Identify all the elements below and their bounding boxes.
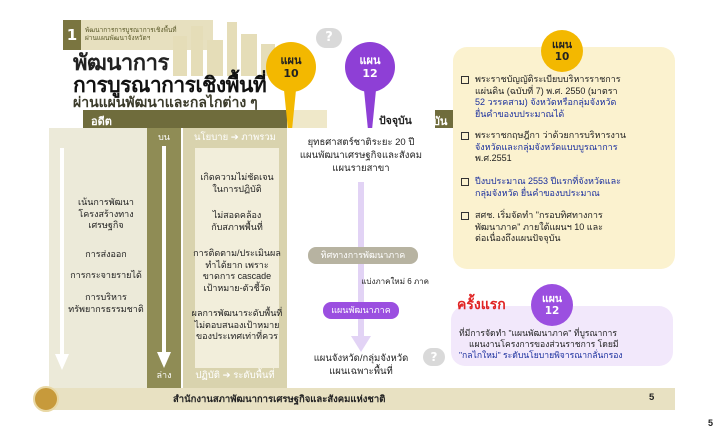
- timeline-present-bg: [287, 110, 327, 128]
- timeline-present-label: ปัจจุบัน: [379, 115, 412, 127]
- practice-area-label: ปฏิบัติ ➔ ระดับพื้นที่: [195, 370, 275, 381]
- left-down-arrow-icon: [55, 148, 69, 370]
- left-col-text-2: การส่งออก: [85, 249, 127, 259]
- section-tag-text: พัฒนาการการบูรณาการเชิงพื้นที่ ผ่านแผนพั…: [85, 27, 177, 42]
- down-arrow-icon: [157, 146, 171, 368]
- present-down-arrow-icon: [351, 182, 371, 352]
- middle-column-inner: [195, 148, 279, 368]
- page-title-line1: พัฒนาการ: [73, 50, 169, 75]
- regional-direction-pill: ทิศทางการพัฒนาภาค: [308, 247, 418, 264]
- checkbox-icon: [461, 177, 469, 186]
- left-col-text-4: การบริหาร ทรัพยากรธรรมชาติ: [68, 292, 144, 314]
- left-col-text-1: เน้นการพัฒนา โครงสร้างทาง เศรษฐกิจ: [78, 197, 134, 230]
- page-subtitle: ผ่านแผนพัฒนาและกลไกต่าง ๆ: [73, 94, 258, 110]
- plan10-item-2: พระราชกฤษฎีกา ว่าด้วยการบริหารงาน จังหวั…: [461, 130, 673, 165]
- mid-block-2: ไม่สอดคล้อง กับสภาพพื้นที่: [211, 210, 263, 232]
- footer-bar: [49, 388, 675, 410]
- page-title-line2: การบูรณาการเชิงพื้นที่: [73, 74, 267, 97]
- present-top-text: ยุทธศาสตร์ชาติระยะ 20 ปี แผนพัฒนาเศรษฐกิ…: [299, 137, 423, 174]
- plan10-bubble: แผน 10: [266, 42, 316, 92]
- footer-org-name: สำนักงานสภาพัฒนาการเศรษฐกิจและสังคมแห่งช…: [173, 394, 386, 405]
- regional-plan-pill: แผนพัฒนาภาค: [323, 302, 399, 319]
- top-label: บน: [158, 132, 170, 142]
- six-regions-note: แบ่งภาคใหม่ 6 ภาค: [361, 277, 429, 286]
- footer-page-number: 5: [649, 392, 655, 403]
- plan12-text: ที่มีการจัดทำ "แผนพัฒนาภาค" ที่บูรณาการ …: [459, 328, 623, 360]
- org-logo: [33, 386, 59, 412]
- question-bubble-icon-bottom: ?: [423, 348, 445, 366]
- question-bubble-icon: ?: [316, 28, 342, 48]
- plan10-card: [453, 47, 675, 269]
- section-number: 1: [63, 20, 81, 50]
- present-bottom-text: แผนจังหวัด/กลุ่มจังหวัด แผนเฉพาะพื้นที่: [313, 353, 409, 377]
- plan10-card-bubble: แผน 10: [541, 30, 583, 72]
- mid-block-3: การติดตาม/ประเมินผล ทำได้ยาก เพราะ ขาดกา…: [193, 248, 281, 293]
- building-graphic: [173, 22, 275, 76]
- policy-overview-label: นโยบาย ➔ ภาพรวม: [194, 132, 276, 143]
- mid-block-1: เกิดความไม่ชัดเจน ในการปฏิบัติ: [200, 172, 274, 194]
- page-corner-number: 5: [708, 418, 714, 428]
- plan10-item-1: พระราชบัญญัติระเบียบบริหารราชการ แผ่นดิน…: [461, 74, 673, 120]
- timeline-present-area: [327, 110, 435, 128]
- timeline-past: อดีต: [91, 115, 112, 128]
- left-column: [49, 128, 147, 390]
- slide: 1 พัฒนาการการบูรณาการเชิงพื้นที่ ผ่านแผน…: [33, 14, 689, 413]
- plan12-pointer: [364, 90, 376, 136]
- plan10-item-3: ปีงบประมาณ 2553 ปีแรกที่จังหวัดและ กลุ่ม…: [461, 176, 673, 199]
- bottom-label: ล่าง: [156, 370, 172, 380]
- left-col-text-3: การกระจายรายได้: [70, 270, 142, 280]
- plan10-pointer: [284, 90, 296, 136]
- plan12-bubble: แผน 12: [345, 42, 395, 92]
- checkbox-icon: [461, 131, 469, 140]
- plan10-item-4: สศช. เริ่มจัดทำ "กรอบทิศทางการ พัฒนาภาค"…: [461, 210, 673, 245]
- section-tag: 1 พัฒนาการการบูรณาการเชิงพื้นที่ ผ่านแผน…: [63, 20, 213, 50]
- plan12-card-bubble: แผน 12: [531, 284, 573, 326]
- mid-block-4: ผลการพัฒนาระดับพื้นที่ ไม่ตอบสนองเป้าหมา…: [191, 308, 283, 341]
- checkbox-icon: [461, 211, 469, 220]
- checkbox-icon: [461, 75, 469, 84]
- first-time-label: ครั้งแรก: [457, 296, 506, 312]
